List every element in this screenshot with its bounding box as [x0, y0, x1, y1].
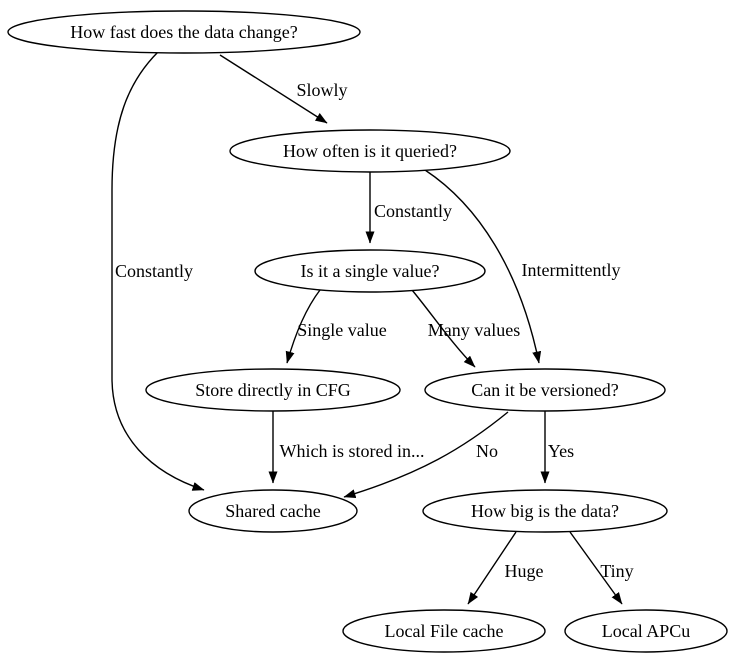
edge-how-fast-to-shared-cache: Constantly [111, 51, 205, 491]
edge-line [285, 289, 321, 364]
edge-label: Intermittently [522, 260, 621, 280]
node-how-often: How often is it queried? [229, 129, 511, 173]
node-local-apcu: Local APCu [564, 609, 728, 653]
node-label: How big is the data? [471, 501, 619, 521]
node-ellipse [7, 10, 361, 54]
node-versioned: Can it be versioned? [424, 368, 666, 412]
edge-single-value-to-store-cfg: Single value [285, 289, 387, 364]
node-label: How often is it queried? [283, 141, 457, 161]
node-store-cfg: Store directly in CFG [145, 368, 401, 412]
edge-line [424, 169, 542, 364]
edge-line [343, 411, 509, 498]
edge-how-often-to-versioned: Intermittently [424, 169, 621, 364]
node-label: Is it a single value? [301, 261, 440, 281]
node-label: Local File cache [385, 621, 504, 641]
node-single-value: Is it a single value? [254, 249, 486, 293]
node-ellipse [254, 249, 486, 293]
edge-single-value-to-versioned: Many values [411, 289, 520, 368]
edge-line [111, 51, 205, 491]
node-label: How fast does the data change? [70, 22, 297, 42]
edge-store-cfg-to-shared-cache: Which is stored in... [268, 411, 425, 484]
node-local-file: Local File cache [342, 609, 546, 653]
edge-label: Many values [428, 320, 520, 340]
node-label: Can it be versioned? [471, 380, 618, 400]
edge-line [219, 54, 328, 124]
edge-label: Single value [297, 320, 386, 340]
node-label: Store directly in CFG [195, 380, 351, 400]
edge-versioned-to-how-big: Yes [540, 411, 574, 484]
edge-line [467, 531, 517, 605]
node-ellipse [564, 609, 728, 653]
edge-line [569, 531, 623, 605]
node-ellipse [342, 609, 546, 653]
edge-label: Huge [505, 561, 544, 581]
edge-how-fast-to-how-often: Slowly [219, 54, 348, 124]
node-ellipse [145, 368, 401, 412]
edge-label: Constantly [115, 261, 193, 281]
node-label: Shared cache [225, 501, 320, 521]
edge-label: Which is stored in... [280, 441, 425, 461]
edge-label: Constantly [374, 201, 452, 221]
edge-label: Yes [548, 441, 574, 461]
node-ellipse [422, 489, 668, 533]
edge-how-big-to-local-apcu: Tiny [569, 531, 634, 605]
node-shared-cache: Shared cache [188, 489, 358, 533]
node-label: Local APCu [602, 621, 691, 641]
node-how-big: How big is the data? [422, 489, 668, 533]
node-ellipse [188, 489, 358, 533]
node-ellipse [424, 368, 666, 412]
node-ellipse [229, 129, 511, 173]
edge-label: No [476, 441, 498, 461]
edge-how-big-to-local-file: Huge [467, 531, 544, 605]
edge-label: Slowly [296, 80, 347, 100]
edge-label: Tiny [600, 561, 633, 581]
edge-versioned-to-shared-cache: No [343, 411, 509, 498]
node-how-fast: How fast does the data change? [7, 10, 361, 54]
edge-how-often-to-single-value: Constantly [365, 172, 452, 244]
edge-line [411, 289, 476, 368]
